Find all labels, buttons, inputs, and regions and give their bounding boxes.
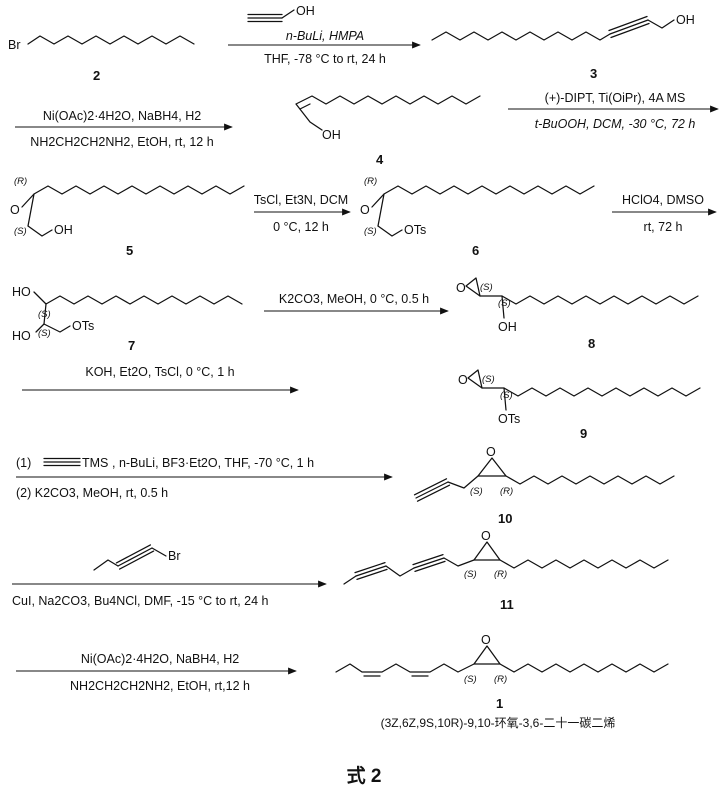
stereo-label-r: (R) (14, 176, 27, 187)
step-2: Ni(OAc)2·4H2O, NaBH4, H2 NH2CH2CH2NH2, E… (15, 109, 233, 149)
stereo-label-r: (R) (494, 674, 507, 685)
step-8-workup: (2) K2CO3, MeOH, rt, 0.5 h (16, 486, 168, 500)
tms-acetylene-structure: TMS (43, 456, 108, 470)
step-2-conditions: NH2CH2CH2NH2, EtOH, rt, 12 h (30, 135, 213, 149)
compound-label-1: 1 (496, 696, 503, 711)
tms-label: TMS (82, 456, 108, 470)
hydroxyl-label: HO (12, 285, 31, 299)
stereo-label-s: (S) (14, 226, 27, 237)
step-10: Ni(OAc)2·4H2O, NaBH4, H2 NH2CH2CH2NH2, E… (16, 652, 297, 693)
step-9-conditions: CuI, Na2CO3, Bu4NCl, DMF, -15 °C to rt, … (12, 594, 269, 608)
compound-5: (R) O (S) OH 5 (10, 176, 245, 258)
compound-6: (R) O (S) OTs 6 (360, 176, 595, 258)
step-4-conditions: 0 °C, 12 h (273, 220, 329, 234)
hydroxyl-label: OH (676, 13, 695, 27)
stereo-label-s: (S) (482, 374, 495, 385)
compound-label-2: 2 (93, 68, 100, 83)
stereo-label-s: (S) (498, 298, 511, 309)
step-4-reagents: TsCl, Et3N, DCM (254, 193, 348, 207)
stereo-label-r: (R) (500, 486, 513, 497)
figure-label: 式 2 (347, 764, 382, 787)
step-3: (+)-DIPT, Ti(OiPr), 4A MS t-BuOOH, DCM, … (508, 91, 719, 131)
step-5-reagents: HClO4, DMSO (622, 193, 704, 207)
tosylate-label: OTs (404, 223, 426, 237)
hydroxyl-label: OH (322, 128, 341, 142)
compound-8: O (S) (S) OH 8 (456, 277, 699, 351)
step-8-prefix: (1) (16, 456, 31, 470)
stereo-label-s: (S) (364, 226, 377, 237)
stereo-label-r: (R) (494, 569, 507, 580)
stereo-label-s: (S) (38, 309, 51, 320)
step-8-reagents: , n-BuLi, BF3·Et2O, THF, -70 °C, 1 h (112, 456, 314, 470)
epoxide-oxygen: O (481, 529, 491, 543)
epoxide-oxygen: O (486, 445, 496, 459)
step-1-conditions: THF, -78 °C to rt, 24 h (264, 52, 386, 66)
compound-11: O (S) (R) 11 (343, 529, 669, 612)
epoxide-oxygen: O (481, 633, 491, 647)
epoxide-oxygen: O (360, 203, 370, 217)
step-3-conditions: t-BuOOH, DCM, -30 °C, 72 h (535, 117, 696, 131)
compound-label-3: 3 (590, 66, 597, 81)
step-9: Br CuI, Na2CO3, Bu4NCl, DMF, -15 °C to r… (12, 544, 327, 608)
stereo-label-s: (S) (464, 674, 477, 685)
hydroxyl-label: HO (12, 329, 31, 343)
bromine-atom: Br (168, 549, 181, 563)
compound-label-4: 4 (376, 152, 384, 167)
epoxide-oxygen: O (456, 281, 466, 295)
step-6: K2CO3, MeOH, 0 °C, 0.5 h (264, 292, 449, 315)
step-10-conditions: NH2CH2CH2NH2, EtOH, rt,12 h (70, 679, 250, 693)
stereo-label-s: (S) (500, 390, 513, 401)
compound-label-9: 9 (580, 426, 587, 441)
step-4: TsCl, Et3N, DCM 0 °C, 12 h (254, 193, 351, 234)
compound-label-8: 8 (588, 336, 595, 351)
step-5: HClO4, DMSO rt, 72 h (612, 193, 717, 234)
hydroxyl-label: OH (498, 320, 517, 334)
hydroxyl-label: OH (296, 4, 315, 18)
compound-label-11: 11 (500, 597, 514, 612)
tosylate-label: OTs (498, 412, 520, 426)
compound-3: OH 3 (431, 13, 695, 81)
step-2-reagents: Ni(OAc)2·4H2O, NaBH4, H2 (43, 109, 201, 123)
stereo-label-s: (S) (470, 486, 483, 497)
stereo-label-s: (S) (464, 569, 477, 580)
bromine-atom: Br (8, 38, 21, 52)
step-6-reagents: K2CO3, MeOH, 0 °C, 0.5 h (279, 292, 429, 306)
stereo-label-s: (S) (38, 328, 51, 339)
step-7: KOH, Et2O, TsCl, 0 °C, 1 h (22, 365, 299, 394)
step-10-reagents: Ni(OAc)2·4H2O, NaBH4, H2 (81, 652, 239, 666)
epoxide-oxygen: O (458, 373, 468, 387)
compound-9: O (S) (S) OTs 9 (458, 369, 701, 441)
compound-label-5: 5 (126, 243, 133, 258)
step-8: (1) TMS , n-BuLi, BF3·Et2O, THF, -70 °C,… (16, 456, 393, 500)
compound-10: O (S) (R) 10 (413, 445, 675, 526)
compound-label-7: 7 (128, 338, 135, 353)
step-1: OH n-BuLi, HMPA THF, -78 °C to rt, 24 h (228, 4, 421, 66)
epoxide-oxygen: O (10, 203, 20, 217)
step-1-reagents: n-BuLi, HMPA (286, 29, 364, 43)
compound-1: O (S) (R) 1 (3Z,6Z,9S,10R)-9,10-环氧-3,6-二… (335, 633, 669, 730)
tosylate-label: OTs (72, 319, 94, 333)
compound-label-10: 10 (498, 511, 512, 526)
step-3-reagents: (+)-DIPT, Ti(OiPr), 4A MS (545, 91, 686, 105)
hydroxyl-label: OH (54, 223, 73, 237)
stereo-label-r: (R) (364, 176, 377, 187)
compound-label-6: 6 (472, 243, 479, 258)
compound-2: Br 2 (8, 35, 195, 83)
product-name: (3Z,6Z,9S,10R)-9,10-环氧-3,6-二十一碳二烯 (381, 716, 616, 730)
compound-4: OH 4 (295, 95, 481, 167)
propargyl-alcohol-structure: OH (247, 4, 315, 23)
compound-7: HO (S) HO (S) OTs 7 (12, 285, 243, 353)
step-5-conditions: rt, 72 h (644, 220, 683, 234)
stereo-label-s: (S) (480, 282, 493, 293)
step-7-reagents: KOH, Et2O, TsCl, 0 °C, 1 h (85, 365, 234, 379)
bromopentyne-structure: Br (93, 544, 181, 571)
